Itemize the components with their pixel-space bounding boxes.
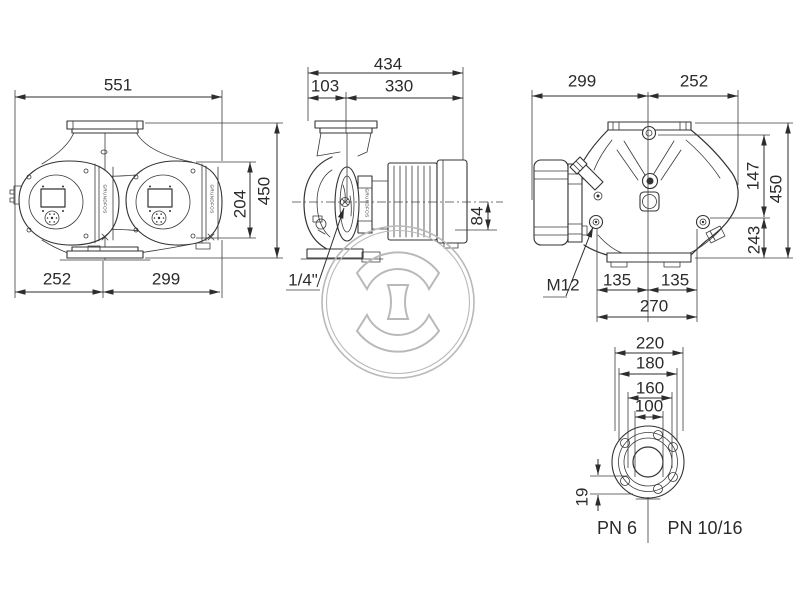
grundfos-logo-mark [101, 233, 109, 241]
dim-front-lower: 243 [744, 225, 764, 255]
label-vent-plug: 1/4" [288, 270, 318, 290]
dim-side-back: 330 [384, 76, 414, 96]
pn16-bolt-holes [653, 430, 678, 494]
dim-top-head-height: 204 [230, 189, 250, 219]
grundfos-logo-mark [207, 233, 215, 241]
dim-side-below-axis: 84 [467, 206, 487, 226]
dimension-lines [14, 67, 793, 543]
flange-view-drawing [611, 425, 685, 500]
pn6-bolt-holes [620, 438, 630, 486]
label-pn16-rating: PN 10/16 [667, 518, 743, 538]
side-view-drawing [292, 120, 503, 263]
dim-front-height: 450 [766, 174, 786, 204]
dim-flange-hole-offset: 19 [572, 487, 592, 507]
dim-front-right-width: 252 [679, 71, 709, 91]
dim-top-right-offset: 299 [151, 269, 181, 289]
dim-side-depth: 434 [373, 54, 403, 74]
label-pn6-rating: PN 6 [596, 518, 638, 538]
dim-side-front: 103 [310, 76, 340, 96]
dim-front-upper: 147 [743, 161, 763, 191]
front-view-drawing [533, 92, 739, 322]
dim-bolt-span: 270 [639, 296, 669, 316]
brand-label: GRUNDFOS [209, 184, 215, 214]
dim-flange-pcd-pn6: 180 [635, 353, 665, 373]
brand-label: GRUNDFOS [364, 188, 370, 218]
top-view-drawing [9, 120, 223, 261]
dim-bolt-left: 135 [602, 270, 632, 290]
dim-flange-bore: 100 [634, 396, 664, 416]
label-bolt-thread: M12 [546, 275, 580, 295]
dim-flange-outer: 220 [635, 333, 665, 353]
dim-top-width: 551 [103, 75, 133, 95]
dim-flange-pcd-pn16: 160 [635, 378, 665, 398]
brand-label: GRUNDFOS [102, 184, 108, 214]
dim-bolt-right: 135 [660, 270, 690, 290]
dim-top-left-offset: 252 [42, 269, 72, 289]
dim-front-left-width: 299 [567, 71, 597, 91]
watermark-logo-icon [321, 225, 475, 379]
dim-top-height: 450 [254, 176, 274, 206]
